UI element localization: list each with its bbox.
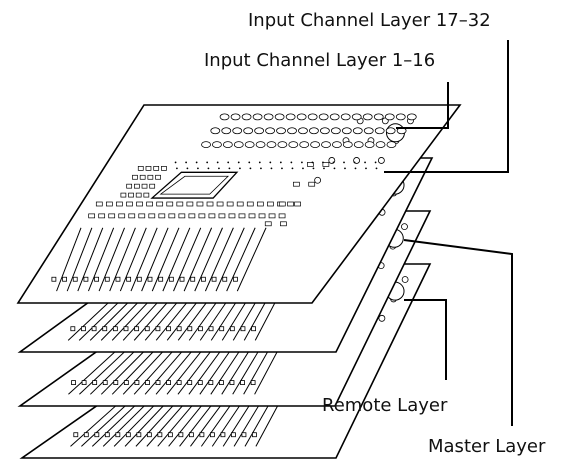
label-input-channel-layer-17-32: Input Channel Layer 17–32 — [248, 12, 491, 30]
leader-line-remote — [404, 300, 446, 380]
label-master-layer: Master Layer — [428, 438, 545, 456]
label-remote-layer: Remote Layer — [322, 397, 447, 415]
label-input-channel-layer-1-16: Input Channel Layer 1–16 — [204, 52, 435, 70]
